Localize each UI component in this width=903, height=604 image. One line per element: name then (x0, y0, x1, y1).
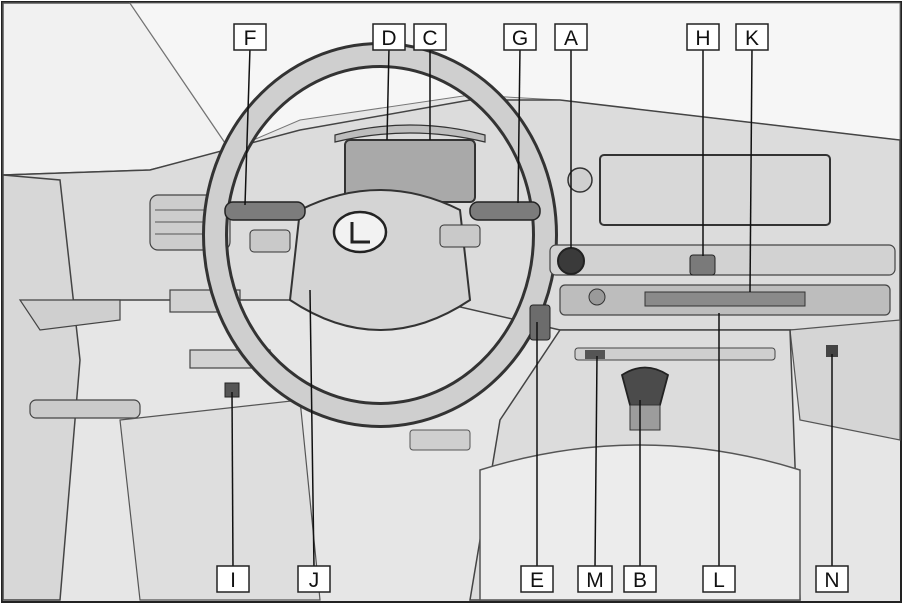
callout-label: D (381, 27, 396, 50)
callout-label: A (564, 27, 578, 50)
callout-B: B (624, 566, 656, 592)
shift-lever-base (630, 405, 660, 430)
callout-label: F (244, 27, 257, 50)
callout-label: E (530, 569, 544, 592)
window-switch-panel (30, 400, 140, 418)
callout-label: C (422, 27, 437, 50)
hazard-switch (690, 255, 715, 275)
callout-K: K (736, 24, 768, 50)
left-stalk (225, 202, 305, 220)
callout-label: H (695, 27, 710, 50)
steering-hub (290, 190, 470, 330)
callout-label: G (512, 27, 528, 50)
accelerator-pedal (410, 430, 470, 450)
right-stalk (470, 202, 540, 220)
callout-G: G (504, 24, 536, 50)
callout-label: N (824, 569, 839, 592)
callout-F: F (234, 24, 266, 50)
shift-lever (622, 368, 668, 409)
center-vent-strip (550, 245, 895, 275)
knee-area-switch (530, 305, 550, 340)
callout-M: M (578, 566, 612, 592)
callout-D: D (373, 24, 405, 50)
callout-I: I (217, 566, 249, 592)
callout-C: C (414, 24, 446, 50)
callout-N: N (816, 566, 848, 592)
callout-L: L (703, 566, 735, 592)
climate-buttons (645, 292, 805, 306)
callout-label: I (230, 569, 236, 592)
callout-label: B (633, 569, 647, 592)
console-button (585, 350, 605, 359)
emblem (334, 212, 386, 252)
left-spoke-switches (250, 230, 290, 252)
callout-label: M (586, 569, 604, 592)
callout-H: H (687, 24, 719, 50)
callout-label: K (745, 27, 759, 50)
callout-A: A (555, 24, 587, 50)
right-spoke-switches (440, 225, 480, 247)
callout-E: E (521, 566, 553, 592)
audio-knob (589, 289, 605, 305)
callout-label: L (713, 569, 725, 592)
callout-J: J (298, 566, 330, 592)
center-display (600, 155, 830, 225)
start-button (558, 248, 584, 274)
callout-label: J (309, 569, 320, 592)
